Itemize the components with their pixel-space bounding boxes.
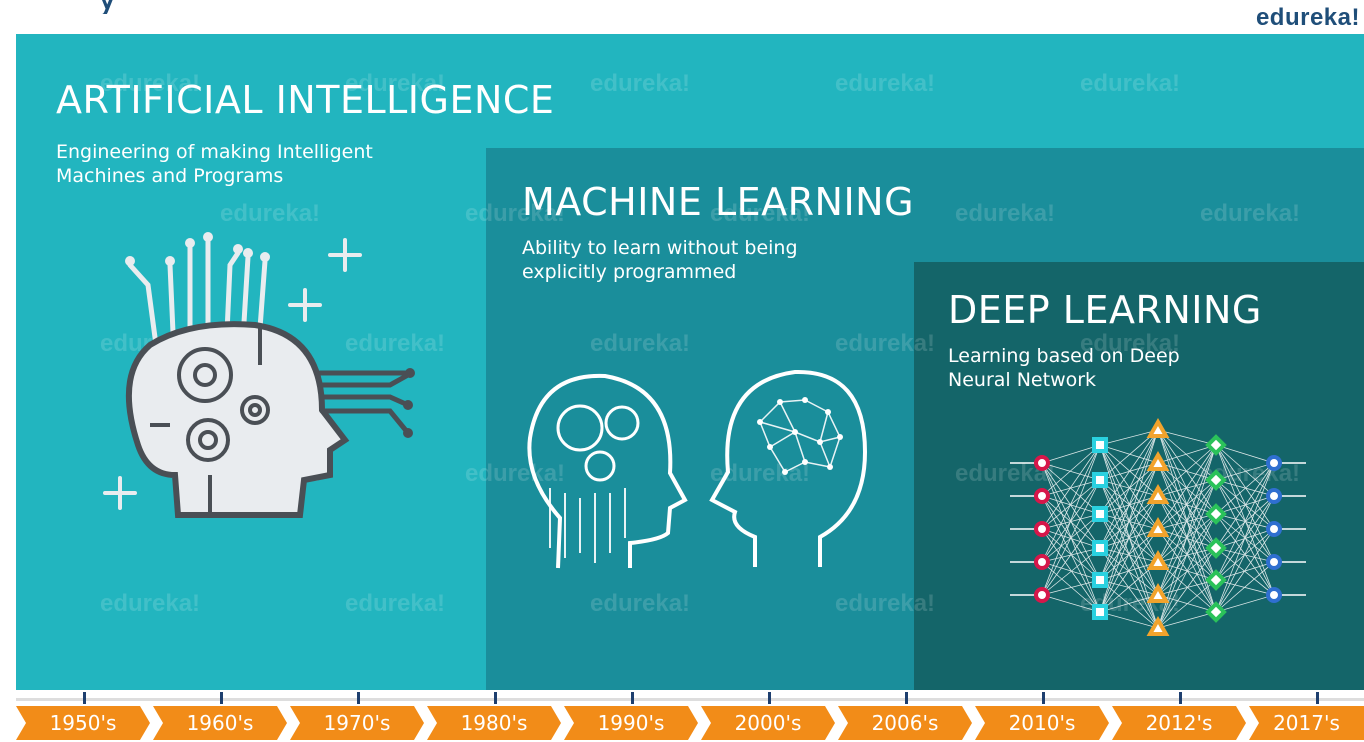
network-node	[1034, 488, 1050, 504]
cyborg-head-with-gears-icon	[527, 373, 688, 569]
network-node	[1146, 582, 1170, 603]
network-node	[1266, 488, 1282, 504]
network-node	[1034, 455, 1050, 471]
timeline-item: 2000's	[701, 706, 835, 740]
network-node	[1092, 437, 1108, 453]
network-node	[1266, 455, 1282, 471]
human-head-with-neural-brain-icon	[709, 369, 868, 567]
network-node	[1205, 601, 1227, 623]
timeline-item: 2010's	[975, 706, 1109, 740]
timeline-tick	[1316, 692, 1319, 704]
network-node	[1205, 569, 1227, 591]
network-node	[1092, 540, 1108, 556]
network-node	[1034, 521, 1050, 537]
network-node	[1146, 483, 1170, 504]
timeline-item: 2006's	[838, 706, 972, 740]
network-node	[1266, 587, 1282, 603]
timeline-item: 2017's	[1249, 706, 1364, 740]
network-node	[1146, 549, 1170, 570]
timeline-tick	[905, 692, 908, 704]
neural-network-diagram-icon	[1010, 417, 1306, 636]
network-node	[1034, 554, 1050, 570]
ml-description: Ability to learn without being explicitl…	[522, 237, 798, 283]
ml-title: MACHINE LEARNING	[522, 180, 915, 224]
network-node	[1266, 521, 1282, 537]
network-node	[1205, 469, 1227, 491]
network-node	[1146, 615, 1170, 636]
timeline-tick	[1179, 692, 1182, 704]
brand-logo: edureka!	[1255, 4, 1360, 31]
network-node	[1092, 572, 1108, 588]
ai-description: Engineering of making Intelligent Machin…	[56, 141, 373, 187]
network-node	[1205, 503, 1227, 525]
clipped-top-text: y	[96, 0, 256, 14]
dl-description: Learning based on Deep Neural Network	[948, 345, 1180, 391]
timeline-item: 2012's	[1112, 706, 1246, 740]
network-node	[1266, 554, 1282, 570]
dl-title: DEEP LEARNING	[948, 288, 1262, 332]
dl-panel	[914, 262, 1364, 690]
network-node	[1092, 472, 1108, 488]
timeline-item: 1970's	[290, 706, 424, 740]
network-node	[1205, 434, 1227, 456]
network-node	[1146, 417, 1170, 438]
timeline-item: 1990's	[564, 706, 698, 740]
network-node	[1146, 450, 1170, 471]
timeline-tick	[1042, 692, 1045, 704]
timeline-item: 1980's	[427, 706, 561, 740]
network-node	[1034, 587, 1050, 603]
timeline-tick	[357, 692, 360, 704]
timeline-tick	[494, 692, 497, 704]
timeline-tick	[768, 692, 771, 704]
timeline-tick	[220, 692, 223, 704]
robot-head-with-gears-icon	[103, 232, 415, 518]
timeline-tick	[631, 692, 634, 704]
network-node	[1092, 506, 1108, 522]
timeline-tick	[83, 692, 86, 704]
network-node	[1205, 537, 1227, 559]
timeline-axis-line	[16, 698, 1364, 701]
network-node	[1092, 604, 1108, 620]
timeline-item: 1950's	[16, 706, 150, 740]
ai-title: ARTIFICIAL INTELLIGENCE	[56, 78, 555, 122]
network-node	[1146, 516, 1170, 537]
clipped-title-fragment: y	[96, 0, 119, 14]
timeline-item: 1960's	[153, 706, 287, 740]
